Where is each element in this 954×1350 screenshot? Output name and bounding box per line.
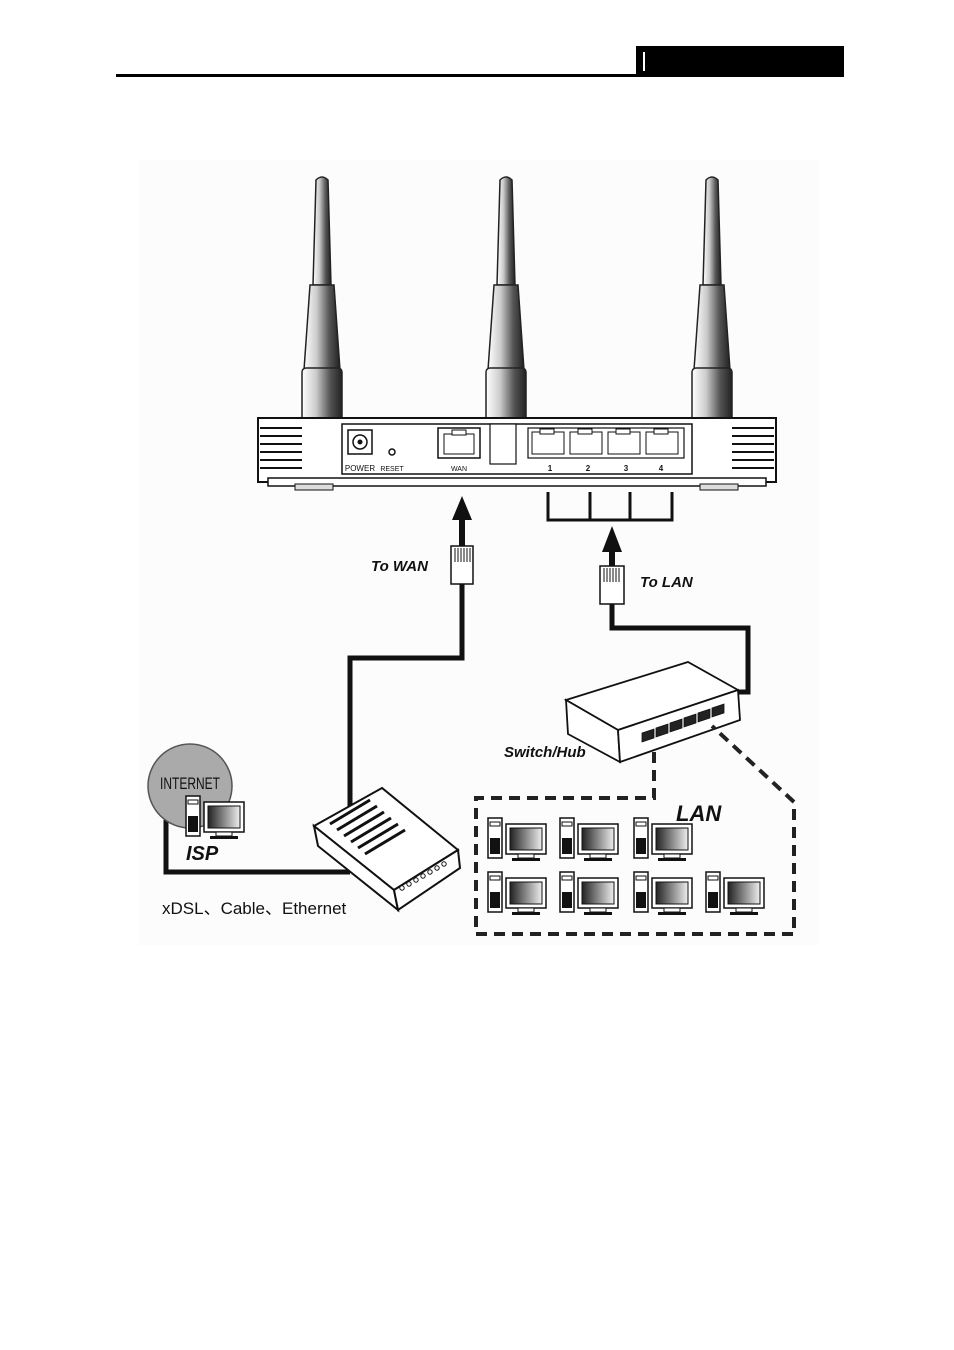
switch-hub-label: Switch/Hub xyxy=(504,744,586,761)
lan-ports xyxy=(528,428,684,458)
reset-button xyxy=(389,449,395,455)
lan-computer xyxy=(706,872,764,915)
to-lan-label: To LAN xyxy=(640,574,694,591)
lan-connector-icon xyxy=(600,566,624,604)
to-wan-label: To WAN xyxy=(371,558,429,575)
lan-port-2-label: 2 xyxy=(586,464,591,473)
lan-port-1-label: 1 xyxy=(548,464,553,473)
router: POWER RESET WAN 1 2 3 4 xyxy=(258,418,776,490)
lan-computer xyxy=(560,872,618,915)
lan-computer xyxy=(488,872,546,915)
lan-port-3-label: 3 xyxy=(624,464,629,473)
wan-connector-icon xyxy=(451,546,473,584)
power-label: POWER xyxy=(345,464,375,473)
wan-label: WAN xyxy=(451,466,467,473)
lan-computer xyxy=(560,818,618,861)
lan-computer xyxy=(488,818,546,861)
reset-label: RESET xyxy=(380,466,404,473)
internet-label: INTERNET xyxy=(160,774,220,793)
isp-label: ISP xyxy=(186,843,219,865)
lan-computer xyxy=(634,872,692,915)
lan-label: LAN xyxy=(676,801,722,826)
isp-server xyxy=(186,796,244,839)
wan-port xyxy=(438,428,480,458)
lan-port-4-label: 4 xyxy=(659,464,664,473)
modem-types-label: xDSL、Cable、Ethernet xyxy=(162,899,347,918)
